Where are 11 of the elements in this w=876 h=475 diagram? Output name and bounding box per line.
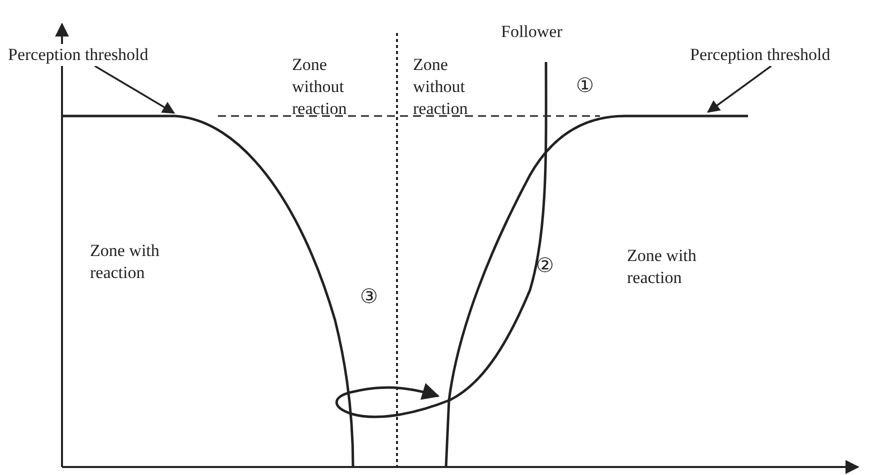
callout-number: ③	[360, 286, 378, 308]
zone-label: Zone with reaction	[627, 245, 698, 289]
zone-label: Zone with reaction	[90, 240, 160, 284]
curve-label: Follower	[501, 21, 562, 43]
callout-number: ②	[536, 255, 554, 277]
zone-label: Zone without reaction	[413, 54, 469, 120]
callout-number: ①	[576, 75, 594, 97]
callout-text: Perception threshold	[8, 44, 148, 66]
zone-label: Zone without reaction	[292, 54, 348, 120]
leader-line	[94, 65, 176, 114]
leader-line	[706, 65, 772, 113]
